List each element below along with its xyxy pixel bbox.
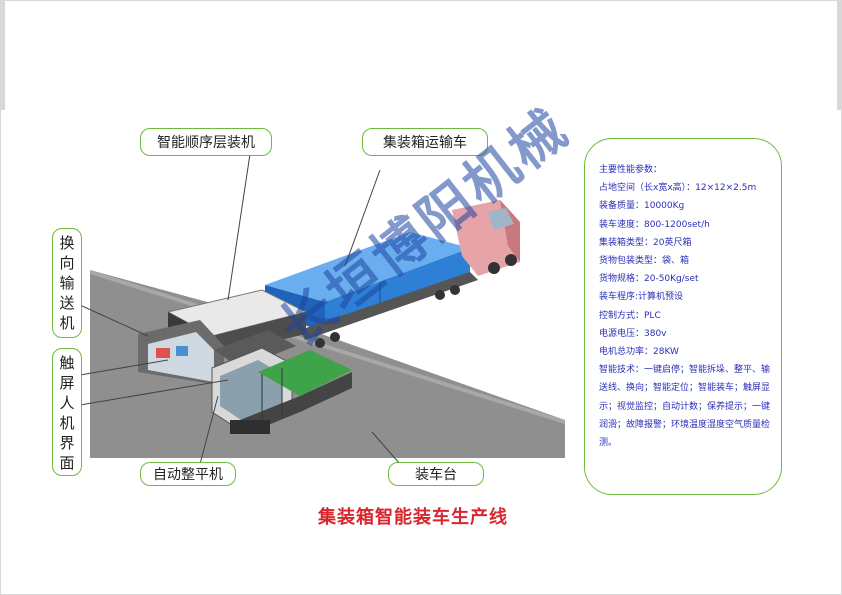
- spec-item: 装备质量：10000Kg: [599, 201, 685, 212]
- label-turner-char: 换: [59, 234, 75, 252]
- trailer-wheel: [450, 285, 460, 295]
- label-touchscreen-char: 人: [59, 394, 75, 412]
- leader-turner: [79, 304, 149, 337]
- touchscreen-panel: [148, 332, 214, 382]
- label-turner-char: 输: [59, 274, 75, 292]
- truck-windshield: [488, 208, 514, 230]
- spec-item: 装车程序:计算机预设: [599, 292, 684, 303]
- spec-item: 货物规格：20-50Kg/set: [599, 274, 699, 285]
- screen-detail: [156, 348, 170, 358]
- label-touchscreen-char: 屏: [59, 374, 75, 392]
- label-turner: 换 向 输 送 机: [52, 228, 82, 338]
- leveler-base: [230, 420, 270, 434]
- leader-platform: [371, 431, 401, 465]
- platform-base: [240, 372, 352, 434]
- spec-item: 集装箱类型：20英尺箱: [599, 237, 692, 248]
- leader-touchscreen: [79, 359, 169, 376]
- corner-mark-top-left: [0, 0, 5, 110]
- screen-detail: [176, 346, 188, 356]
- label-touchscreen-char: 机: [59, 414, 75, 432]
- label-turner-char: 向: [59, 254, 75, 272]
- leader-touchscreen: [79, 379, 229, 406]
- container-top: [265, 232, 470, 302]
- label-turner-char: 机: [59, 314, 75, 332]
- spec-item: 占地空间（长x宽x高）：12×12×2.5m: [599, 183, 757, 194]
- label-turner-char: 送: [59, 294, 75, 312]
- spec-heading: 主要性能参数：: [599, 165, 663, 175]
- loading-machine: [138, 289, 352, 434]
- spec-item: 电机总功率：28KW: [599, 347, 679, 358]
- label-touchscreen-char: 触: [59, 354, 75, 372]
- label-touchscreen: 触 屏 人 机 界 面: [52, 348, 82, 476]
- trailer-bed: [300, 272, 478, 340]
- corner-mark-top-right: [837, 0, 842, 110]
- label-leveler: 自动整平机: [140, 462, 236, 486]
- spec-item: 控制方式：PLC: [599, 310, 661, 321]
- label-touchscreen-char: 界: [59, 434, 75, 452]
- label-leveler-text: 自动整平机: [153, 467, 223, 483]
- label-platform-text: 装车台: [415, 467, 457, 483]
- label-touchscreen-char: 面: [59, 454, 75, 472]
- cab-wheel: [505, 254, 517, 266]
- label-truck: 集装箱运输车: [362, 128, 488, 156]
- diagram-title: 集装箱智能装车生产线: [318, 507, 508, 528]
- label-truck-text: 集装箱运输车: [383, 135, 467, 151]
- spec-tech: 智能技术：一键启停；智能拆垛、整平、输送线、换向；智能定位；智能装车；触屏显示；…: [599, 365, 771, 449]
- trailer-wheel: [330, 332, 340, 342]
- leader-stacker: [227, 153, 251, 301]
- label-stacker: 智能顺序层装机: [140, 128, 272, 156]
- spec-item: 电源电压：380v: [599, 328, 667, 339]
- label-stacker-text: 智能顺序层装机: [157, 135, 255, 151]
- trailer-wheel: [435, 290, 445, 300]
- spec-panel: 主要性能参数： 占地空间（长x宽x高）：12×12×2.5m 装备质量：1000…: [584, 138, 782, 495]
- trailer-wheel: [315, 338, 325, 348]
- leader-lines: [79, 153, 401, 465]
- label-platform: 装车台: [388, 462, 484, 486]
- spec-item: 货物包装类型：袋、箱: [599, 256, 690, 267]
- leader-leveler: [199, 395, 219, 465]
- leader-truck: [344, 169, 381, 267]
- cab-wheel: [488, 262, 500, 274]
- spec-item: 装车速度：800-1200set/h: [599, 219, 710, 230]
